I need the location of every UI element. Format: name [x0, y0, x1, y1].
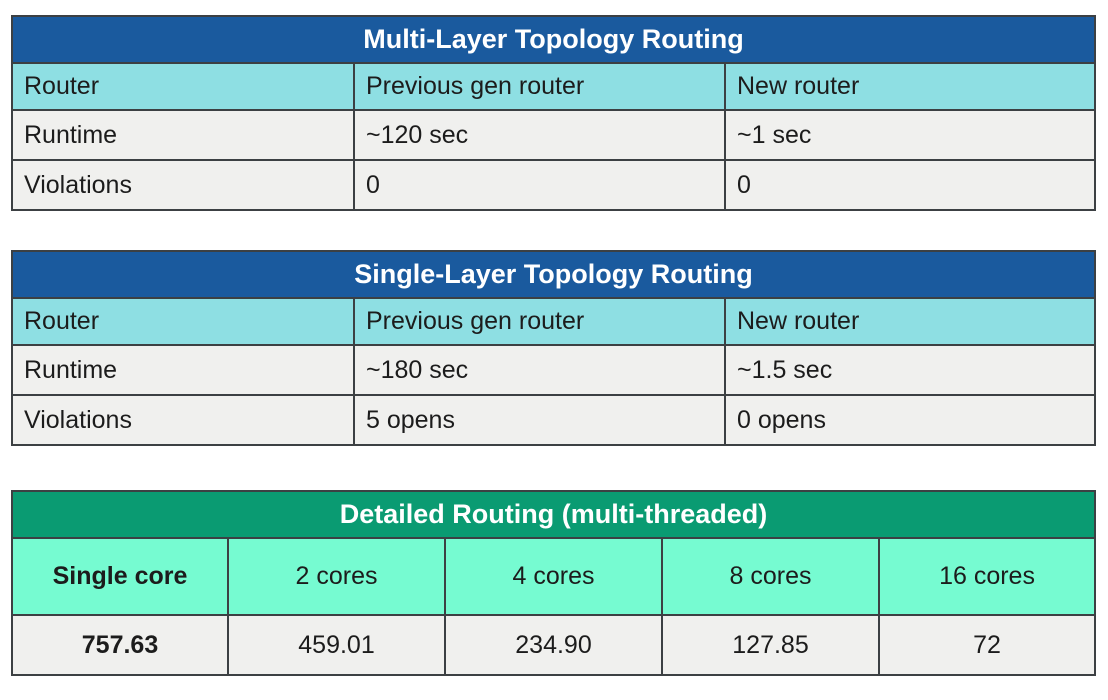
single-layer-routing-table: Single-Layer Topology Routing Router Pre… — [11, 250, 1096, 446]
runtime-previous-gen-value: ~120 sec — [353, 109, 726, 161]
table-title-row: Multi-Layer Topology Routing — [11, 15, 1096, 64]
runtime-row: Runtime ~180 sec ~1.5 sec — [11, 344, 1096, 396]
single-layer-table-title: Single-Layer Topology Routing — [11, 250, 1096, 299]
multi-layer-table-title: Multi-Layer Topology Routing — [11, 15, 1096, 64]
detailed-routing-table-title: Detailed Routing (multi-threaded) — [10, 490, 1097, 539]
violations-previous-gen-value: 5 opens — [353, 394, 726, 446]
column-header-8-cores: 8 cores — [661, 537, 880, 616]
violations-new-router-value: 0 — [724, 159, 1096, 211]
column-header-16-cores: 16 cores — [877, 537, 1097, 616]
column-header-2-cores: 2 cores — [227, 537, 446, 616]
table-title-row: Single-Layer Topology Routing — [11, 250, 1096, 299]
violations-previous-gen-value: 0 — [353, 159, 726, 211]
runtime-new-router-value: ~1.5 sec — [724, 344, 1096, 396]
row-label-violations: Violations — [11, 394, 355, 446]
detailed-routing-table: Detailed Routing (multi-threaded) Single… — [10, 490, 1097, 676]
runtime-new-router-value: ~1 sec — [724, 109, 1096, 161]
2-cores-runtime-value: 459.01 — [227, 614, 446, 676]
row-label-runtime: Runtime — [11, 109, 355, 161]
column-header-single-core: Single core — [11, 537, 229, 616]
row-label-runtime: Runtime — [11, 344, 355, 396]
column-header-new-router: New router — [724, 62, 1096, 111]
column-header-row: Router Previous gen router New router — [11, 62, 1096, 111]
runtime-previous-gen-value: ~180 sec — [353, 344, 726, 396]
column-header-row: Single core 2 cores 4 cores 8 cores 16 c… — [11, 537, 1097, 616]
multi-layer-routing-table: Multi-Layer Topology Routing Router Prev… — [11, 15, 1096, 211]
column-header-router: Router — [11, 297, 355, 346]
table-title-row: Detailed Routing (multi-threaded) — [10, 490, 1097, 539]
4-cores-runtime-value: 234.90 — [444, 614, 663, 676]
column-header-new-router: New router — [724, 297, 1096, 346]
runtime-row: Runtime ~120 sec ~1 sec — [11, 109, 1096, 161]
column-header-4-cores: 4 cores — [444, 537, 663, 616]
16-cores-runtime-value: 72 — [877, 614, 1097, 676]
violations-row: Violations 5 opens 0 opens — [11, 394, 1096, 446]
column-header-row: Router Previous gen router New router — [11, 297, 1096, 346]
violations-row: Violations 0 0 — [11, 159, 1096, 211]
single-core-runtime-value: 757.63 — [11, 614, 229, 676]
runtime-values-row: 757.63 459.01 234.90 127.85 72 — [11, 614, 1097, 676]
8-cores-runtime-value: 127.85 — [661, 614, 880, 676]
column-header-previous-gen: Previous gen router — [353, 297, 726, 346]
column-header-previous-gen: Previous gen router — [353, 62, 726, 111]
column-header-router: Router — [11, 62, 355, 111]
violations-new-router-value: 0 opens — [724, 394, 1096, 446]
row-label-violations: Violations — [11, 159, 355, 211]
